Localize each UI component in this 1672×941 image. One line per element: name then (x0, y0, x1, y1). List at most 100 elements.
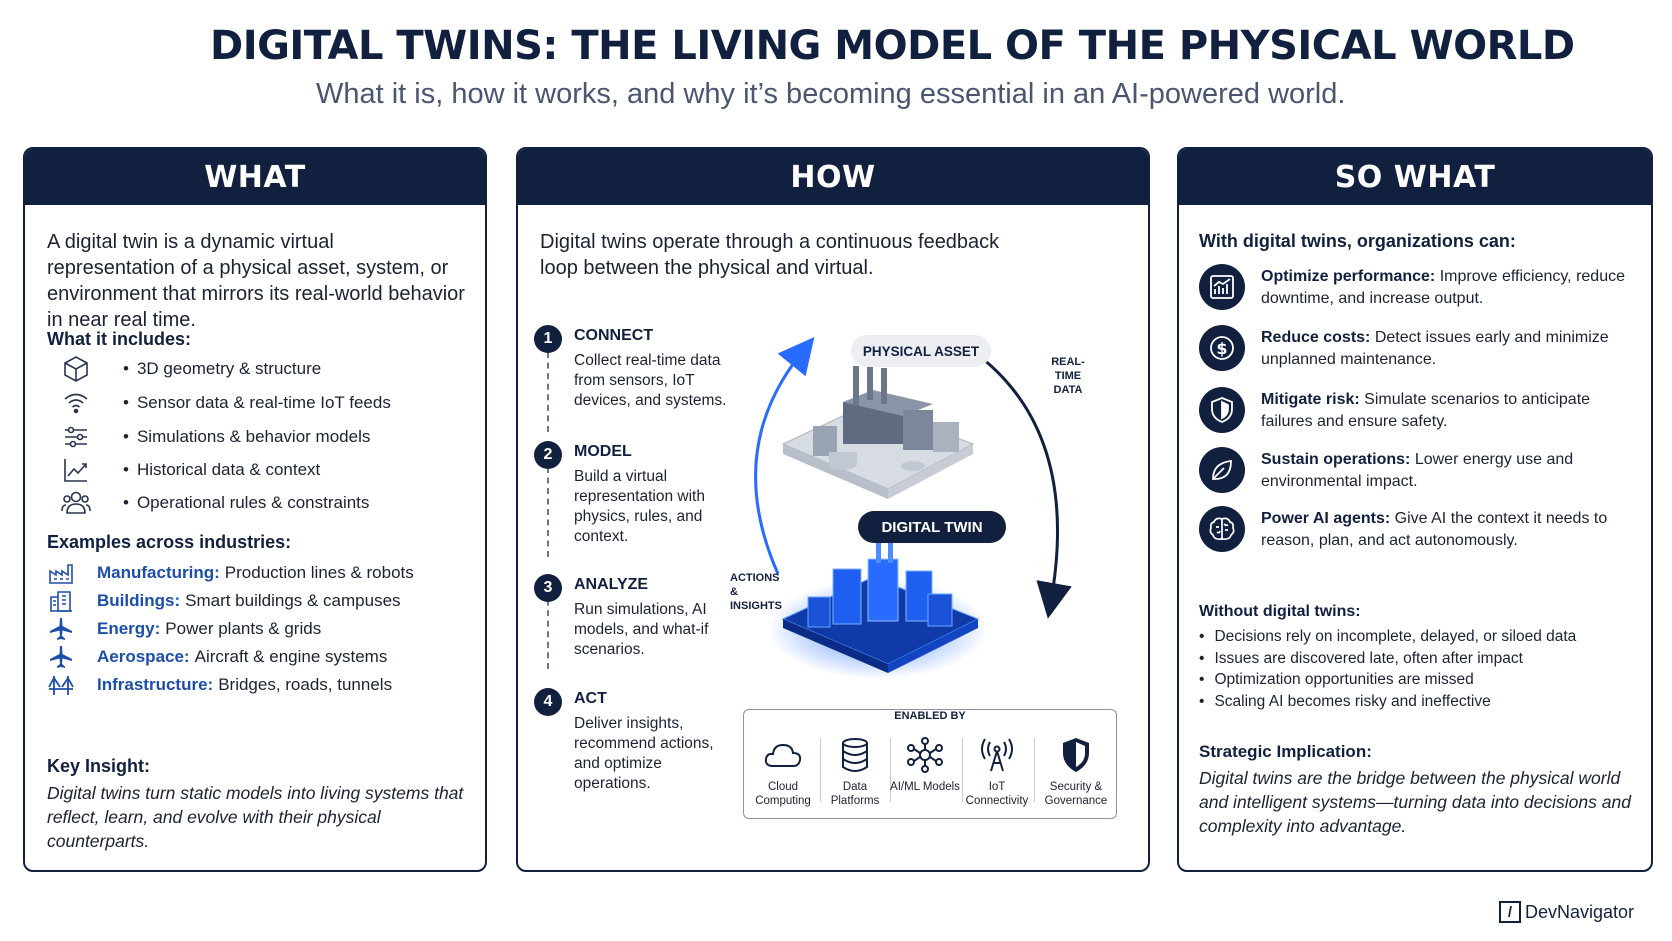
example-label: Aerospace: (97, 647, 190, 666)
include-text: Operational rules & constraints (136, 493, 370, 512)
performance-chart-icon (1199, 264, 1245, 310)
benefit-text: Sustain operations: Lower energy use and… (1261, 451, 1574, 490)
step-desc: Deliver insights, recommend actions, and… (574, 715, 714, 792)
plane-icon (47, 616, 75, 642)
example-label: Infrastructure: (97, 675, 214, 694)
examples-heading: Examples across industries: (47, 532, 292, 552)
include-item: •Operational rules & constraints (59, 488, 369, 518)
brain-icon (1199, 506, 1245, 552)
step-desc: Run simulations, AI models, and what-if … (574, 601, 709, 658)
realtime-data-label: REAL-TIME DATA (1051, 356, 1085, 396)
bridge-icon (47, 672, 75, 698)
step-title: ANALYZE (574, 576, 649, 593)
svg-text:$: $ (1216, 339, 1227, 358)
step-desc: Build a virtual representation with phys… (574, 468, 705, 545)
step-connector (547, 352, 549, 432)
example-text: Production lines & robots (224, 563, 414, 582)
people-icon (59, 488, 93, 518)
step-title: MODEL (574, 443, 632, 460)
example-label: Manufacturing: (97, 563, 220, 582)
example-item: Buildings:Smart buildings & campuses (47, 588, 401, 614)
step-desc: Collect real-time data from sensors, IoT… (574, 352, 727, 409)
strategic-heading: Strategic Implication: (1199, 742, 1372, 761)
digital-twin-image (768, 539, 988, 679)
what-panel: WHAT A digital twin is a dynamic virtual… (23, 147, 487, 872)
enabled-by-heading: ENABLED BY (894, 710, 966, 722)
physical-asset-label: PHYSICAL ASSET (851, 335, 991, 367)
wifi-icon (59, 388, 93, 418)
what-heading: WHAT (25, 149, 485, 205)
cloud-icon (748, 734, 818, 776)
building-icon (47, 588, 75, 614)
without-heading: Without digital twins: (1199, 603, 1361, 620)
shield-icon (1199, 387, 1245, 433)
include-item: •Simulations & behavior models (59, 422, 370, 452)
enabler-iot: IoT Connectivity (962, 734, 1032, 808)
actions-arrow (754, 337, 815, 575)
example-item: Infrastructure:Bridges, roads, tunnels (47, 672, 392, 698)
enabler-ai: AI/ML Models (890, 734, 960, 794)
list-item: Issues are discovered late, often after … (1199, 648, 1639, 670)
include-text: Simulations & behavior models (136, 427, 371, 446)
digital-twin-label: DIGITAL TWIN (858, 511, 1006, 543)
benefit-title: Reduce costs: (1261, 329, 1371, 346)
what-intro: A digital twin is a dynamic virtual repr… (47, 231, 465, 331)
how-intro: Digital twins operate through a continuo… (540, 231, 1000, 279)
include-text: Historical data & context (136, 460, 321, 479)
page-title: DIGITAL TWINS: THE LIVING MODEL OF THE P… (210, 23, 1575, 69)
includes-heading: What it includes: (47, 329, 191, 349)
factory-icon (47, 560, 75, 586)
benefit-title: Sustain operations: (1261, 451, 1411, 468)
enabled-by-box: ENABLED BY Cloud Computing Data Platform… (743, 709, 1117, 819)
shield-icon (1038, 734, 1114, 776)
insight-text: Digital twins turn static models into li… (47, 783, 464, 851)
include-item: •Historical data & context (59, 455, 320, 485)
benefit-title: Mitigate risk: (1261, 391, 1360, 408)
network-icon (890, 734, 960, 776)
so-what-panel: SO WHAT With digital twins, organization… (1177, 147, 1653, 872)
list-item: Optimization opportunities are missed (1199, 669, 1639, 691)
leaf-icon (1199, 447, 1245, 493)
include-item: •Sensor data & real-time IoT feeds (59, 388, 391, 418)
realtime-arrow (957, 339, 1072, 619)
include-item: •3D geometry & structure (59, 354, 321, 384)
database-icon (820, 734, 890, 776)
how-panel: HOW Digital twins operate through a cont… (516, 147, 1150, 872)
strategic-text: Digital twins are the bridge between the… (1199, 768, 1631, 836)
step-title: CONNECT (574, 327, 654, 344)
benefit-title: Power AI agents: (1261, 510, 1391, 527)
plane-icon (47, 644, 75, 670)
feedback-loop-diagram (754, 337, 1072, 679)
example-text: Smart buildings & campuses (185, 591, 401, 610)
without-list: Decisions rely on incomplete, delayed, o… (1199, 626, 1639, 712)
enabler-data: Data Platforms (820, 734, 890, 808)
enabler-label: Data Platforms (830, 781, 880, 807)
example-label: Buildings: (97, 591, 181, 610)
brand-name: DevNavigator (1525, 901, 1635, 922)
step-connector (547, 589, 549, 669)
physical-asset-image (781, 360, 975, 499)
antenna-icon (962, 734, 1032, 776)
dollar-icon: $ (1199, 325, 1245, 371)
list-item: Scaling AI becomes risky and ineffective (1199, 691, 1639, 713)
page-subtitle: What it is, how it works, and why it’s b… (316, 78, 1346, 110)
enabler-label: AI/ML Models (890, 781, 960, 793)
enabler-label: IoT Connectivity (965, 781, 1029, 807)
enabler-security: Security & Governance (1038, 734, 1114, 808)
example-text: Aircraft & engine systems (194, 647, 388, 666)
insight-heading: Key Insight: (47, 756, 151, 776)
step-number: 2 (534, 441, 562, 469)
include-text: Sensor data & real-time IoT feeds (136, 393, 391, 412)
benefit-text: Optimize performance: Improve efficiency… (1261, 268, 1625, 307)
step-number: 4 (534, 688, 562, 716)
brand-mark: / (1499, 901, 1521, 923)
benefit-text: Reduce costs: Detect issues early and mi… (1261, 329, 1609, 368)
example-item: Manufacturing:Production lines & robots (47, 560, 414, 586)
how-heading: HOW (518, 149, 1148, 205)
step-connector (547, 467, 549, 557)
sliders-icon (59, 422, 93, 452)
so-what-heading: SO WHAT (1179, 149, 1651, 205)
enabler-label: Security & Governance (1044, 781, 1108, 807)
enabler-label: Cloud Computing (755, 781, 811, 807)
trend-chart-icon (59, 455, 93, 485)
